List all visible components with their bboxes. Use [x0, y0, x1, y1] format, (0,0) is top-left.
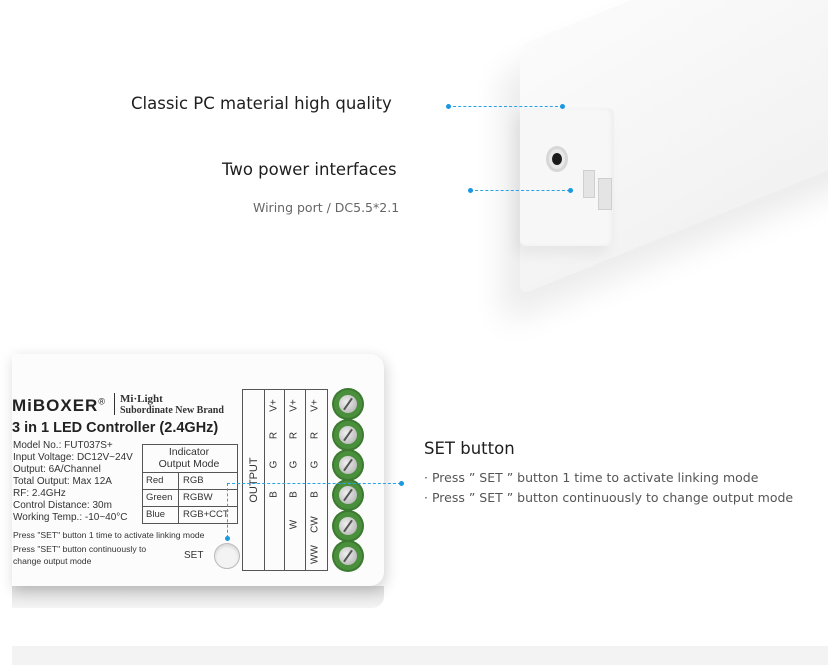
indicator-mode: RGB: [183, 475, 204, 486]
spec-line: RF: 2.4GHz: [13, 488, 66, 499]
terminal-label: W: [288, 519, 300, 530]
table-rule: [178, 472, 179, 523]
terminal-label: WW: [309, 545, 321, 564]
registered-mark: ®: [98, 396, 106, 407]
terminal-screw-icon: [334, 451, 362, 479]
set-leader-line: [227, 483, 401, 484]
output-label: OUTPUT: [248, 457, 260, 503]
wiring-port-slot: [598, 178, 612, 210]
wiring-port-slot: [583, 170, 595, 198]
terminal-screw-icon: [334, 542, 362, 570]
feature-set-title: SET button: [424, 439, 515, 458]
housing-end-face: [520, 108, 614, 246]
indicator-header-line: Output Mode: [158, 458, 220, 470]
leader-dot: [399, 481, 404, 486]
indicator-header-line: Indicator: [168, 446, 210, 458]
set-button-label: SET: [184, 550, 204, 561]
terminal-label: B: [309, 491, 321, 498]
indicator-color: Green: [146, 492, 173, 503]
terminal-divider: [264, 389, 265, 570]
terminal-divider: [305, 389, 306, 570]
sub-brand-name: Mi·Light: [120, 393, 163, 405]
spec-line: Output: 6A/Channel: [13, 464, 101, 475]
brand-name: MiBOXER: [12, 396, 99, 415]
dc-power-jack: [546, 146, 568, 172]
terminal-label: R: [288, 431, 300, 440]
spec-line: Control Distance: 30m: [13, 500, 112, 511]
spec-line: Input Voltage: DC12V~24V: [13, 452, 133, 463]
indicator-table: [142, 444, 238, 524]
spec-line: Total Output: Max 12A: [13, 476, 112, 487]
feature-power-subtitle: Wiring port / DC5.5*2.1: [253, 200, 400, 215]
terminal-label: G: [288, 460, 300, 469]
terminal-label: V+: [268, 399, 280, 412]
brand-divider: [114, 393, 115, 415]
terminal-label: CW: [309, 516, 321, 533]
spec-line: Model No.: FUT037S+: [13, 440, 113, 451]
feature-material-title: Classic PC material high quality: [131, 94, 392, 113]
set-note-line: Press "SET" button continuously to: [13, 544, 147, 554]
indicator-mode: RGBW: [183, 492, 213, 503]
terminal-screw-icon: [334, 512, 362, 540]
controller-shadow: [12, 586, 384, 608]
terminal-label: B: [268, 491, 280, 498]
terminal-label: R: [268, 431, 280, 440]
terminal-label: B: [288, 491, 300, 498]
set-button[interactable]: [214, 543, 240, 569]
power-leader-line: [470, 190, 570, 191]
feature-power-title: Two power interfaces: [222, 160, 397, 179]
terminal-divider: [284, 389, 285, 570]
table-rule: [142, 506, 237, 507]
material-leader-line: [448, 106, 563, 107]
sub-brand-tagline: Subordinate New Brand: [120, 405, 224, 416]
terminal-label: V+: [288, 399, 300, 412]
leader-dot: [560, 104, 565, 109]
table-rule: [142, 472, 237, 473]
leader-dot: [446, 104, 451, 109]
footer-strip: [12, 646, 828, 665]
indicator-mode: RGB+CCT: [183, 509, 229, 520]
indicator-color: Red: [146, 475, 164, 486]
brand-logo: MiBOXER®: [12, 396, 106, 416]
table-rule: [142, 489, 237, 490]
spec-line: Working Temp.: -10~40°C: [13, 512, 128, 523]
terminal-screw-icon: [334, 390, 362, 418]
terminal-screw-icon: [334, 481, 362, 509]
terminal-label: G: [268, 460, 280, 469]
controller-title: 3 in 1 LED Controller (2.4GHz): [12, 420, 219, 436]
indicator-color: Blue: [146, 509, 166, 520]
terminal-label: R: [309, 431, 321, 440]
set-note-line: Press "SET" button 1 time to activate li…: [13, 530, 205, 540]
terminal-label: V+: [309, 399, 321, 412]
set-note-line: change output mode: [13, 556, 92, 566]
leader-dot: [568, 188, 573, 193]
terminal-screw-icon: [334, 421, 362, 449]
leader-dot: [468, 188, 473, 193]
output-terminal-block: [242, 389, 328, 571]
set-bullet: · Press ” SET ” button continuously to c…: [424, 490, 794, 505]
leader-dot: [225, 536, 230, 541]
set-bullet: · Press ” SET ” button 1 time to activat…: [424, 470, 759, 485]
terminal-label: G: [309, 460, 321, 469]
set-leader-line: [227, 483, 228, 538]
